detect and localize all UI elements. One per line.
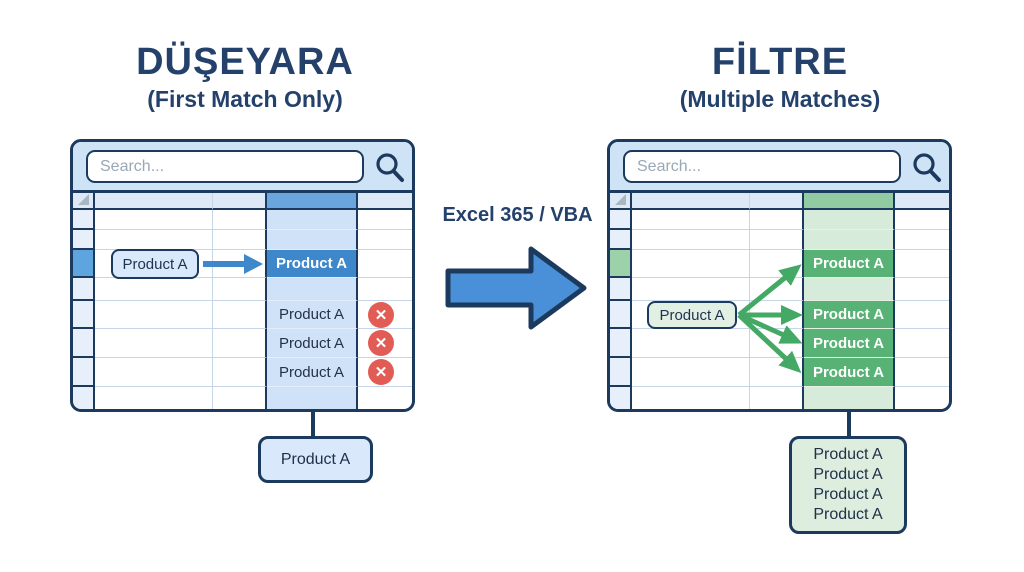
first-match-cell: Product A bbox=[267, 250, 358, 278]
missed-match-cell: Product A bbox=[267, 358, 358, 387]
table-row bbox=[610, 278, 949, 301]
search-input[interactable] bbox=[623, 150, 901, 183]
table-row: Product A bbox=[610, 358, 949, 387]
left-subtitle: (First Match Only) bbox=[147, 85, 343, 112]
select-all-triangle-icon bbox=[615, 194, 626, 205]
vlookup-sheet: Product A Product A Product A Product A bbox=[70, 139, 415, 412]
vlookup-search-bar bbox=[73, 142, 412, 193]
filter-result-box: Product A Product A Product A Product A bbox=[789, 436, 907, 534]
filter-search-bar bbox=[610, 142, 949, 193]
table-row bbox=[610, 230, 949, 250]
match-cell: Product A bbox=[804, 250, 895, 278]
filter-lookup-value-box: Product A bbox=[647, 301, 737, 329]
table-row: Product A bbox=[73, 358, 412, 387]
column-header-row bbox=[610, 193, 949, 210]
filter-sheet: Product A Product A Product A Product A bbox=[607, 139, 952, 412]
missed-match-x-icon: ✕ bbox=[368, 302, 394, 328]
match-cell: Product A bbox=[804, 329, 895, 358]
select-all-triangle-icon bbox=[78, 194, 89, 205]
selected-row-number-cell bbox=[610, 250, 632, 278]
filter-fan-arrows-icon bbox=[737, 264, 804, 374]
match-cell: Product A bbox=[804, 301, 895, 329]
filter-grid: Product A Product A Product A Product A bbox=[610, 193, 949, 409]
table-row bbox=[610, 210, 949, 230]
left-connector-line bbox=[311, 409, 315, 438]
search-icon[interactable] bbox=[374, 150, 406, 184]
missed-match-x-icon: ✕ bbox=[368, 359, 394, 385]
table-row: Product A bbox=[610, 250, 949, 278]
missed-match-cell: Product A bbox=[267, 329, 358, 358]
table-row bbox=[73, 387, 412, 409]
select-all-cell bbox=[610, 193, 632, 210]
table-row: Product A bbox=[610, 301, 949, 329]
selected-row-number-cell bbox=[73, 250, 95, 278]
table-row: Product A bbox=[610, 329, 949, 358]
table-row bbox=[73, 230, 412, 250]
vlookup-lookup-value-box: Product A bbox=[111, 249, 199, 279]
highlighted-column-header bbox=[804, 193, 895, 210]
vlookup-arrow-icon bbox=[203, 254, 263, 274]
table-row bbox=[73, 210, 412, 230]
missed-match-x-icon: ✕ bbox=[368, 330, 394, 356]
left-title: DÜŞEYARA bbox=[136, 41, 354, 83]
search-icon[interactable] bbox=[911, 150, 943, 184]
right-title: FİLTRE bbox=[711, 41, 849, 83]
vlookup-result-box: Product A bbox=[258, 436, 373, 483]
missed-match-cell: Product A bbox=[267, 301, 358, 329]
match-cell: Product A bbox=[804, 358, 895, 387]
right-subtitle: (Multiple Matches) bbox=[679, 85, 881, 112]
select-all-cell bbox=[73, 193, 95, 210]
transform-arrow-icon bbox=[445, 246, 587, 330]
middle-caption: Excel 365 / VBA bbox=[442, 204, 593, 226]
search-input[interactable] bbox=[86, 150, 364, 183]
left-title-block: DÜŞEYARA (First Match Only) bbox=[70, 41, 420, 113]
table-row bbox=[73, 278, 412, 301]
right-title-block: FİLTRE (Multiple Matches) bbox=[605, 41, 955, 113]
column-header-row bbox=[73, 193, 412, 210]
right-connector-line bbox=[847, 409, 851, 438]
table-row: Product A bbox=[73, 329, 412, 358]
vlookup-grid: Product A Product A Product A Product A bbox=[73, 193, 412, 409]
highlighted-column-header bbox=[267, 193, 358, 210]
table-row: Product A bbox=[73, 250, 412, 278]
table-row bbox=[610, 387, 949, 409]
table-row: Product A bbox=[73, 301, 412, 329]
